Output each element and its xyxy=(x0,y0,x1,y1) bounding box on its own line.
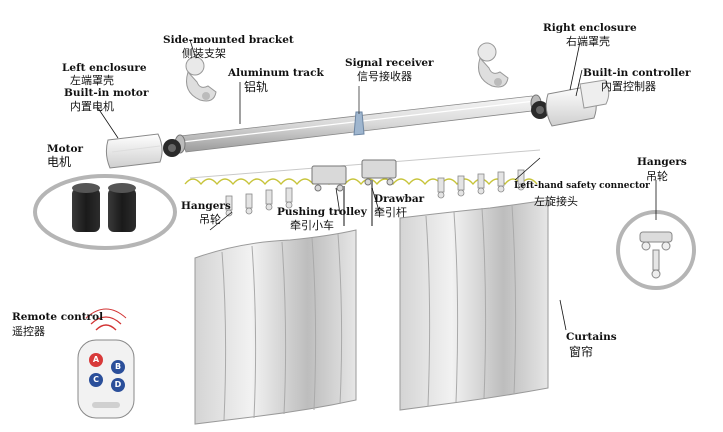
side-bracket-label-en: Side-mounted bracket xyxy=(163,34,294,46)
motor-callout xyxy=(33,174,177,250)
remote-button-a: A xyxy=(89,353,103,367)
hanger-row xyxy=(225,169,525,217)
left-side-bracket xyxy=(185,56,217,102)
right-end-gear xyxy=(531,101,549,119)
right-enclosure-label-cn: 右端罩壳 xyxy=(566,35,610,48)
remote-button-c: C xyxy=(89,373,103,387)
remote-control-label-en: Remote control xyxy=(12,311,104,323)
curtains-label-cn: 窗帘 xyxy=(569,345,594,359)
remote-control-device xyxy=(77,308,135,419)
builtin-controller-label-en: Built-in controller xyxy=(583,67,691,79)
leader-lines xyxy=(97,39,657,331)
builtin-motor-label-cn: 内置电机 xyxy=(70,100,114,113)
signal-receiver-label-en: Signal receiver xyxy=(345,57,434,69)
hangers-left-label-en: Hangers xyxy=(181,200,231,212)
left-curtain xyxy=(194,229,357,425)
aluminum-track-label-en: Aluminum track xyxy=(228,67,324,79)
builtin-motor-label-en: Built-in motor xyxy=(64,87,149,99)
aluminum-track-label-cn: 铝轨 xyxy=(244,80,269,94)
hangers-right-label-en: Hangers xyxy=(637,156,687,168)
signal-receiver xyxy=(353,86,365,136)
hangers-left-label-cn: 吊轮 xyxy=(199,213,221,226)
remote-control-label-cn: 遥控器 xyxy=(12,325,45,338)
left-enclosure-label-en: Left enclosure xyxy=(62,62,147,74)
builtin-controller-label-cn: 内置控制器 xyxy=(601,80,656,93)
remote-button-d: D xyxy=(111,378,125,392)
hangers-callout xyxy=(616,210,696,290)
right-curtain xyxy=(399,199,549,411)
hangers-right-label-cn: 吊轮 xyxy=(646,170,668,183)
right-enclosure xyxy=(545,79,610,127)
pushing-trolley-label-en: Pushing trolley xyxy=(277,206,367,218)
left-safety-connector-label-cn: 左旋接头 xyxy=(534,195,578,208)
motor-label-en: Motor xyxy=(47,143,84,155)
drawbar-label-cn: 牵引杆 xyxy=(374,206,407,219)
motor-label-cn: 电机 xyxy=(47,155,72,169)
right-enclosure-label-en: Right enclosure xyxy=(543,22,637,34)
signal-receiver-label-cn: 信号接收器 xyxy=(357,70,412,83)
pushing-trolley-label-cn: 牵引小车 xyxy=(290,219,334,232)
left-end-gear xyxy=(163,139,181,157)
pushing-trolley xyxy=(311,159,397,192)
left-enclosure xyxy=(105,133,163,169)
drawbar-label-en: Drawbar xyxy=(374,193,425,205)
drawbar xyxy=(343,180,373,226)
right-side-bracket xyxy=(477,42,509,88)
remote-button-b: B xyxy=(111,360,125,374)
left-enclosure-label-cn: 左端罩壳 xyxy=(70,74,114,87)
left-safety-connector-label-en: Left-hand safety connector xyxy=(514,181,650,191)
side-bracket-label-cn: 侧装支架 xyxy=(182,47,226,60)
curtains-label-en: Curtains xyxy=(566,331,617,343)
